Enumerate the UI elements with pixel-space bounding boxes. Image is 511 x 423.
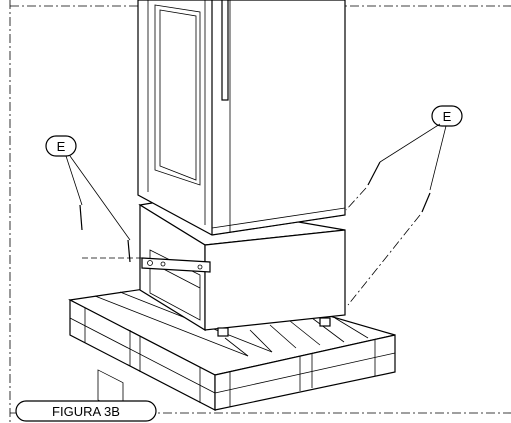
base-stand: [138, 199, 346, 337]
callout-left: E: [45, 135, 145, 263]
figure-caption: FIGURA 3B: [15, 400, 157, 422]
callout-right-label: E: [443, 109, 452, 124]
screw-icon: [127, 239, 131, 263]
screw-icon: [421, 192, 431, 213]
screw-icon: [367, 161, 381, 186]
callout-right-bubble: [431, 105, 463, 127]
callout-left-label: E: [57, 139, 66, 154]
screw-icon: [79, 204, 83, 231]
caption-text: FIGURA 3B: [52, 404, 120, 419]
callout-left-bubble: [45, 135, 77, 157]
callout-right: E: [345, 105, 463, 306]
oven-cabinet: [137, 0, 346, 236]
